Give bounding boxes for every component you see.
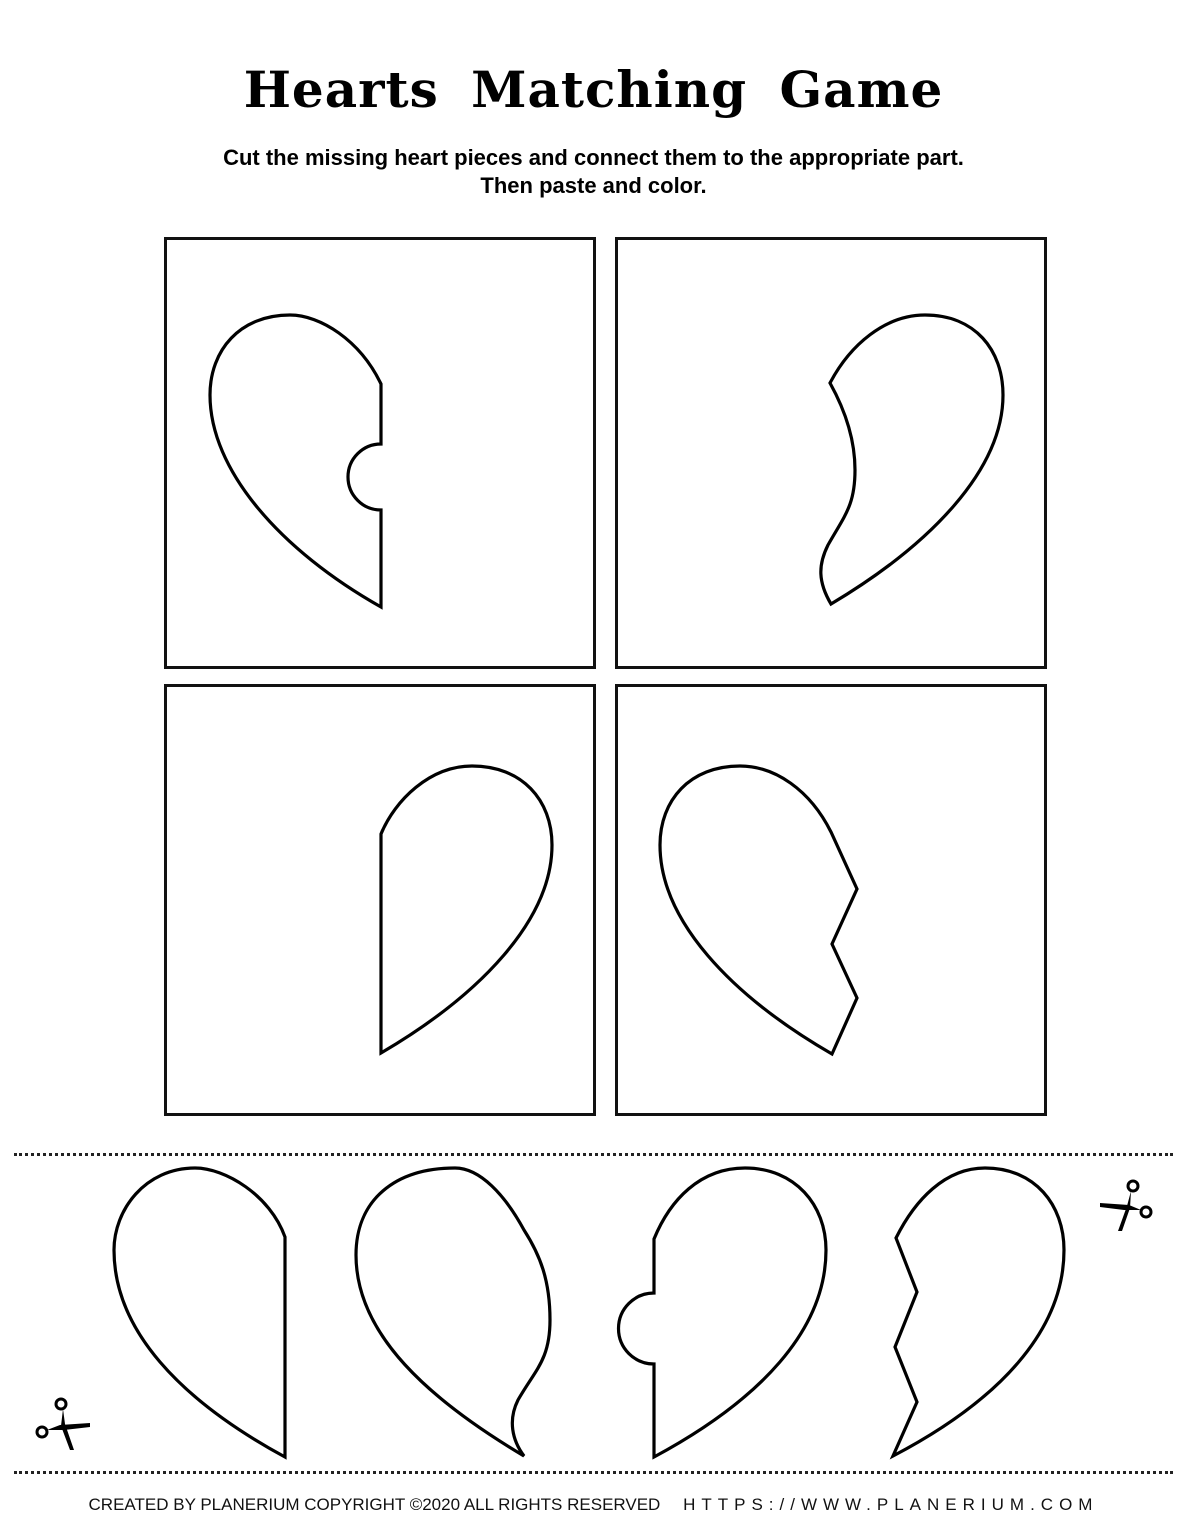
footer-credit: CREATED BY PLANERIUM COPYRIGHT ©2020 ALL… [88, 1495, 661, 1514]
heart-piece-right-straight [379, 764, 554, 1056]
cutout-piece-3[interactable] [616, 1166, 828, 1460]
instructions-line-1: Cut the missing heart pieces and connect… [223, 145, 964, 170]
worksheet-title: Hearts Matching Game [243, 60, 944, 119]
instructions-line-2: Then paste and color. [480, 173, 707, 198]
footer: CREATED BY PLANERIUM COPYRIGHT ©2020 ALL… [0, 1494, 1187, 1516]
target-box-bottom-right [615, 684, 1047, 1116]
heart-piece-left-zigzag [658, 764, 859, 1057]
heart-piece-right-curvy [819, 313, 1005, 607]
scissors-icon [35, 1397, 90, 1450]
scissors-icon [1100, 1179, 1153, 1231]
cut-line-top [14, 1153, 1173, 1156]
instructions: Cut the missing heart pieces and connect… [0, 144, 1187, 200]
cutout-piece-2[interactable] [354, 1166, 552, 1458]
cut-line-bottom [14, 1471, 1173, 1474]
cutout-piece-4[interactable] [889, 1166, 1066, 1460]
heart-piece-left-notched [208, 313, 383, 610]
target-box-top-right [615, 237, 1047, 669]
cutout-piece-1[interactable] [112, 1166, 287, 1460]
footer-url[interactable]: HTTPS://WWW.PLANERIUM.COM [683, 1495, 1099, 1514]
